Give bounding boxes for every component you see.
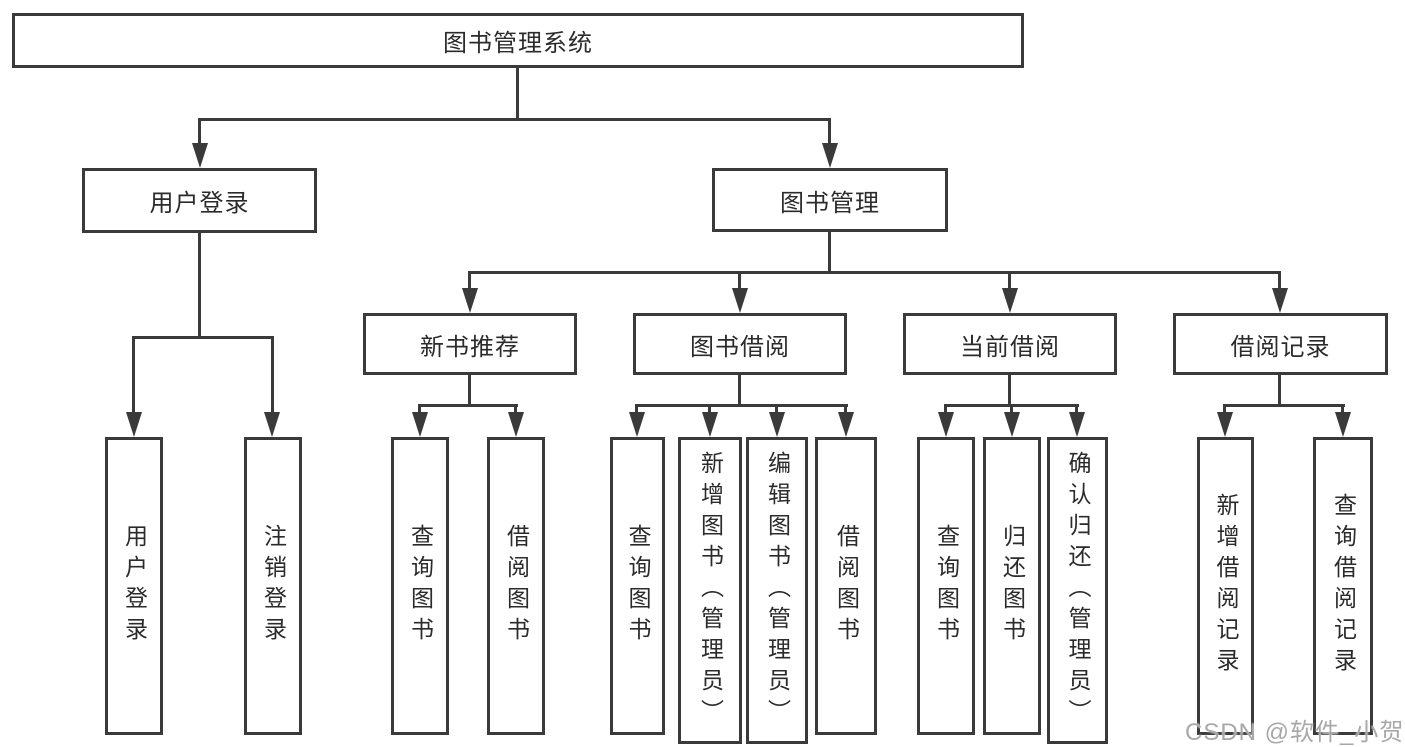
arrow-down-icon [264, 412, 280, 437]
arrow-down-icon [1272, 288, 1288, 313]
connector-line [198, 233, 201, 339]
connector-line [828, 118, 831, 145]
arrow-down-icon [462, 288, 478, 313]
arrow-down-icon [938, 412, 954, 437]
arrow-down-icon [769, 412, 785, 437]
csdn-watermark: CSDN @软件_小贺同学 [1185, 719, 1405, 746]
arrow-down-icon [192, 143, 208, 168]
connector-line [516, 68, 519, 121]
leaf-logout: 注销登录 [244, 437, 302, 735]
connector-line [1075, 404, 1078, 414]
arrow-down-icon [1002, 288, 1018, 313]
connector-line [1010, 404, 1013, 414]
node-current-borrow: 当前借阅 [903, 313, 1117, 375]
connector-line [775, 404, 778, 414]
node-borrow-records: 借阅记录 [1173, 313, 1388, 375]
leaf-currentborrow-confirm-return-admin: 确认归还（管理员） [1047, 437, 1108, 744]
arrow-down-icon [629, 412, 645, 437]
leaf-user-login: 用户登录 [105, 437, 163, 735]
arrow-down-icon [508, 412, 524, 437]
leaf-currentborrow-query-books: 查询图书 [917, 437, 975, 735]
arrow-down-icon [1069, 412, 1085, 437]
node-book-borrow: 图书借阅 [633, 313, 847, 375]
connector-line [944, 404, 947, 414]
connector-line [132, 336, 135, 414]
connector-line [271, 336, 274, 414]
connector-line [468, 271, 471, 290]
arrow-down-icon [702, 412, 718, 437]
connector-line [636, 404, 848, 407]
connector-line [198, 118, 201, 145]
connector-line [1223, 404, 1226, 414]
arrow-down-icon [822, 143, 838, 168]
node-library-system: 图书管理系统 [12, 13, 1024, 68]
connector-line [133, 336, 274, 339]
arrow-down-icon [1004, 412, 1020, 437]
arrow-down-icon [1217, 412, 1233, 437]
connector-line [514, 404, 517, 414]
leaf-bookborrow-borrow-books: 借阅图书 [815, 437, 877, 735]
arrow-down-icon [126, 412, 142, 437]
node-user-login: 用户登录 [82, 168, 317, 233]
connector-line [635, 404, 638, 414]
connector-line [738, 375, 741, 407]
leaf-newbook-borrow-books: 借阅图书 [487, 437, 545, 735]
connector-line [1278, 271, 1281, 290]
connector-line [708, 404, 711, 414]
connector-line [469, 271, 1281, 274]
arrow-down-icon [732, 288, 748, 313]
arrow-down-icon [412, 412, 428, 437]
connector-line [828, 232, 831, 274]
connector-line [418, 404, 421, 414]
connector-line [1008, 271, 1011, 290]
leaf-records-add-borrow-record: 新增借阅记录 [1197, 437, 1254, 735]
connector-line [1224, 404, 1345, 407]
connector-line [468, 375, 471, 407]
leaf-bookborrow-query-books: 查询图书 [610, 437, 665, 735]
connector-line [738, 271, 741, 290]
node-new-book-recommend: 新书推荐 [363, 313, 577, 375]
node-book-management: 图书管理 [712, 168, 948, 232]
connector-line [1008, 375, 1011, 407]
leaf-newbook-query-books: 查询图书 [391, 437, 449, 735]
arrow-down-icon [1335, 412, 1351, 437]
connector-line [199, 118, 831, 121]
connector-line [419, 404, 518, 407]
arrow-down-icon [838, 412, 854, 437]
connector-line [1341, 404, 1344, 414]
leaf-currentborrow-return-books: 归还图书 [983, 437, 1041, 735]
connector-line [844, 404, 847, 414]
leaf-records-query-borrow-record: 查询借阅记录 [1313, 437, 1373, 735]
connector-line [1278, 375, 1281, 407]
leaf-bookborrow-add-books-admin: 新增图书（管理员） [678, 437, 742, 744]
leaf-bookborrow-edit-books-admin: 编辑图书（管理员） [746, 437, 808, 744]
